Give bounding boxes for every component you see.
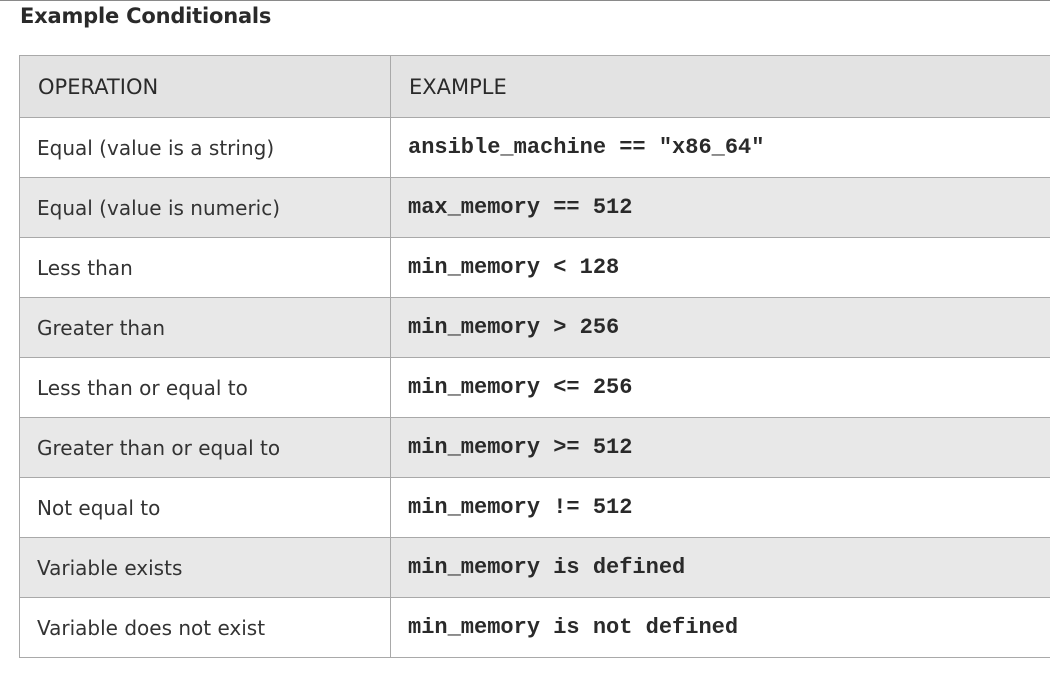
column-header-example: EXAMPLE bbox=[390, 55, 1050, 118]
operation-cell: Not equal to bbox=[19, 477, 391, 538]
table-header-row: OPERATION EXAMPLE bbox=[19, 55, 1050, 118]
operation-cell: Variable does not exist bbox=[19, 597, 391, 658]
table-row: Not equal to min_memory != 512 bbox=[19, 477, 1050, 538]
table-row: Variable does not exist min_memory is no… bbox=[19, 597, 1050, 658]
operation-cell: Greater than bbox=[19, 297, 391, 358]
example-cell: ansible_machine == "x86_64" bbox=[390, 117, 1050, 178]
example-cell: min_memory is defined bbox=[390, 537, 1050, 598]
example-cell: min_memory >= 512 bbox=[390, 417, 1050, 478]
table-row: Equal (value is numeric) max_memory == 5… bbox=[19, 177, 1050, 238]
table-row: Equal (value is a string) ansible_machin… bbox=[19, 117, 1050, 178]
column-header-operation: OPERATION bbox=[19, 55, 391, 118]
example-cell: min_memory < 128 bbox=[390, 237, 1050, 298]
operation-cell: Less than bbox=[19, 237, 391, 298]
example-cell: min_memory != 512 bbox=[390, 477, 1050, 538]
operation-cell: Equal (value is numeric) bbox=[19, 177, 391, 238]
example-cell: min_memory <= 256 bbox=[390, 357, 1050, 418]
operation-cell: Variable exists bbox=[19, 537, 391, 598]
example-cell: min_memory > 256 bbox=[390, 297, 1050, 358]
operation-cell: Greater than or equal to bbox=[19, 417, 391, 478]
table-row: Greater than or equal to min_memory >= 5… bbox=[19, 417, 1050, 478]
top-rule bbox=[0, 0, 1050, 1]
table-row: Less than min_memory < 128 bbox=[19, 237, 1050, 298]
table-row: Variable exists min_memory is defined bbox=[19, 537, 1050, 598]
example-cell: min_memory is not defined bbox=[390, 597, 1050, 658]
operation-cell: Less than or equal to bbox=[19, 357, 391, 418]
table-row: Greater than min_memory > 256 bbox=[19, 297, 1050, 358]
section-heading: Example Conditionals bbox=[20, 4, 272, 28]
table-row: Less than or equal to min_memory <= 256 bbox=[19, 357, 1050, 418]
conditionals-table: OPERATION EXAMPLE Equal (value is a stri… bbox=[19, 55, 1050, 658]
example-cell: max_memory == 512 bbox=[390, 177, 1050, 238]
operation-cell: Equal (value is a string) bbox=[19, 117, 391, 178]
